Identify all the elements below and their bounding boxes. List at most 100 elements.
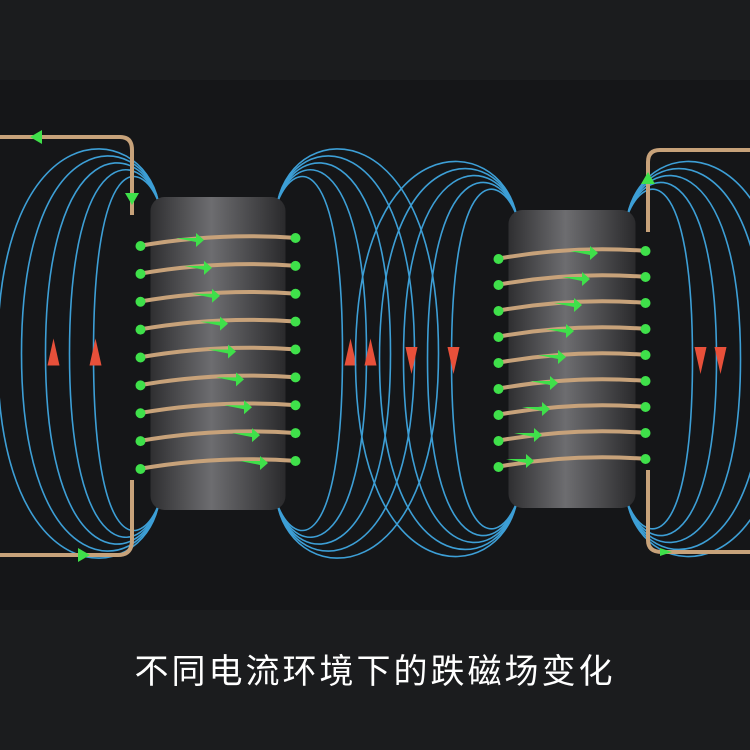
current-marker bbox=[493, 358, 504, 368]
magnetic-field-line bbox=[44, 162, 160, 545]
current-arrow-icon bbox=[530, 376, 558, 390]
current-marker bbox=[135, 241, 146, 251]
current-marker bbox=[290, 372, 301, 383]
magnetic-field-line bbox=[276, 148, 440, 559]
magnetic-field-line bbox=[378, 167, 518, 551]
coil-winding bbox=[138, 234, 298, 248]
lead-wire bbox=[0, 480, 134, 557]
current-marker bbox=[290, 400, 301, 411]
lead-wire bbox=[646, 148, 750, 232]
current-arrow-icon bbox=[562, 272, 590, 286]
magnetic-field-line bbox=[426, 181, 518, 537]
current-arrow-icon bbox=[232, 428, 260, 443]
coil-winding bbox=[138, 262, 298, 276]
magnetic-field-line bbox=[276, 175, 344, 532]
current-marker bbox=[493, 280, 504, 290]
coil-winding bbox=[138, 289, 298, 304]
current-arrow-icon bbox=[78, 548, 90, 562]
coil-winding bbox=[138, 457, 298, 471]
current-arrow-icon bbox=[200, 316, 228, 331]
magnetic-field-line bbox=[354, 160, 518, 558]
magnetic-field-line bbox=[402, 174, 518, 544]
magnetic-field-line bbox=[276, 162, 392, 545]
current-marker bbox=[493, 384, 504, 394]
current-marker bbox=[640, 376, 651, 386]
current-marker bbox=[290, 288, 301, 299]
current-arrow-icon bbox=[538, 350, 566, 364]
field-direction-arrow-icon bbox=[447, 347, 460, 374]
magnetic-field-line bbox=[626, 174, 742, 544]
field-direction-arrow-icon bbox=[714, 347, 727, 374]
field-direction-arrow-icon bbox=[694, 347, 707, 374]
coil-winding bbox=[138, 317, 298, 332]
current-marker bbox=[135, 436, 146, 447]
coil-winding bbox=[138, 429, 298, 444]
coil-winding bbox=[496, 299, 648, 313]
coil-winding bbox=[138, 373, 298, 388]
current-arrow-icon bbox=[224, 400, 252, 415]
current-marker bbox=[640, 402, 651, 412]
current-marker bbox=[135, 324, 146, 335]
coil-winding bbox=[496, 247, 648, 261]
coil-winding bbox=[496, 351, 648, 365]
current-marker bbox=[290, 456, 301, 466]
magnetic-field-line bbox=[276, 169, 368, 538]
current-marker bbox=[290, 316, 301, 327]
dark-panel bbox=[0, 80, 750, 610]
current-marker bbox=[290, 233, 301, 243]
current-arrow-icon bbox=[30, 130, 42, 144]
current-marker bbox=[493, 436, 504, 446]
current-arrow-icon bbox=[240, 456, 268, 470]
magnetic-field-line bbox=[626, 181, 718, 537]
current-arrow-icon bbox=[554, 298, 582, 312]
coil-winding bbox=[496, 429, 648, 443]
current-arrow-icon bbox=[506, 454, 534, 468]
current-marker bbox=[493, 332, 504, 342]
current-marker bbox=[640, 298, 651, 308]
magnetic-field-line bbox=[68, 169, 160, 538]
current-arrow-icon bbox=[192, 288, 220, 303]
current-marker bbox=[290, 344, 301, 355]
current-arrow-icon bbox=[216, 372, 244, 387]
current-arrow-icon bbox=[546, 324, 574, 338]
current-arrow-icon bbox=[522, 402, 550, 416]
caption: 不同电流环境下的跌磁场变化 bbox=[134, 652, 616, 692]
lead-wire bbox=[0, 135, 134, 215]
current-arrow-icon bbox=[176, 233, 204, 247]
current-marker bbox=[640, 454, 651, 464]
current-marker bbox=[640, 272, 651, 282]
current-arrow-icon bbox=[641, 172, 655, 184]
coil-winding bbox=[138, 401, 298, 416]
current-arrow-icon bbox=[514, 428, 542, 442]
coil-winding bbox=[496, 377, 648, 391]
current-marker bbox=[135, 408, 146, 419]
field-direction-arrow-icon bbox=[89, 338, 102, 366]
current-marker bbox=[135, 352, 146, 363]
current-marker bbox=[493, 306, 504, 316]
coil-winding bbox=[496, 455, 648, 469]
field-direction-arrow-icon bbox=[344, 338, 357, 366]
current-arrow-icon bbox=[184, 260, 212, 275]
current-marker bbox=[640, 324, 651, 334]
current-marker bbox=[135, 268, 146, 279]
current-marker bbox=[640, 246, 651, 256]
magnetic-field-line bbox=[626, 160, 750, 558]
coil-winding bbox=[496, 403, 648, 417]
coil-winding bbox=[138, 345, 298, 360]
field-direction-arrow-icon bbox=[364, 338, 377, 366]
current-marker bbox=[290, 428, 301, 439]
current-marker bbox=[640, 350, 651, 360]
current-marker bbox=[640, 428, 651, 438]
current-marker bbox=[135, 296, 146, 307]
coil-winding bbox=[496, 325, 648, 339]
current-marker bbox=[493, 462, 504, 472]
current-arrow-icon bbox=[570, 246, 598, 260]
magnetic-field-line bbox=[626, 167, 750, 551]
current-arrow-icon bbox=[125, 193, 139, 205]
current-marker bbox=[135, 380, 146, 391]
current-marker bbox=[493, 410, 504, 420]
field-direction-arrow-icon bbox=[405, 347, 418, 374]
magnetic-field-line bbox=[20, 155, 160, 552]
